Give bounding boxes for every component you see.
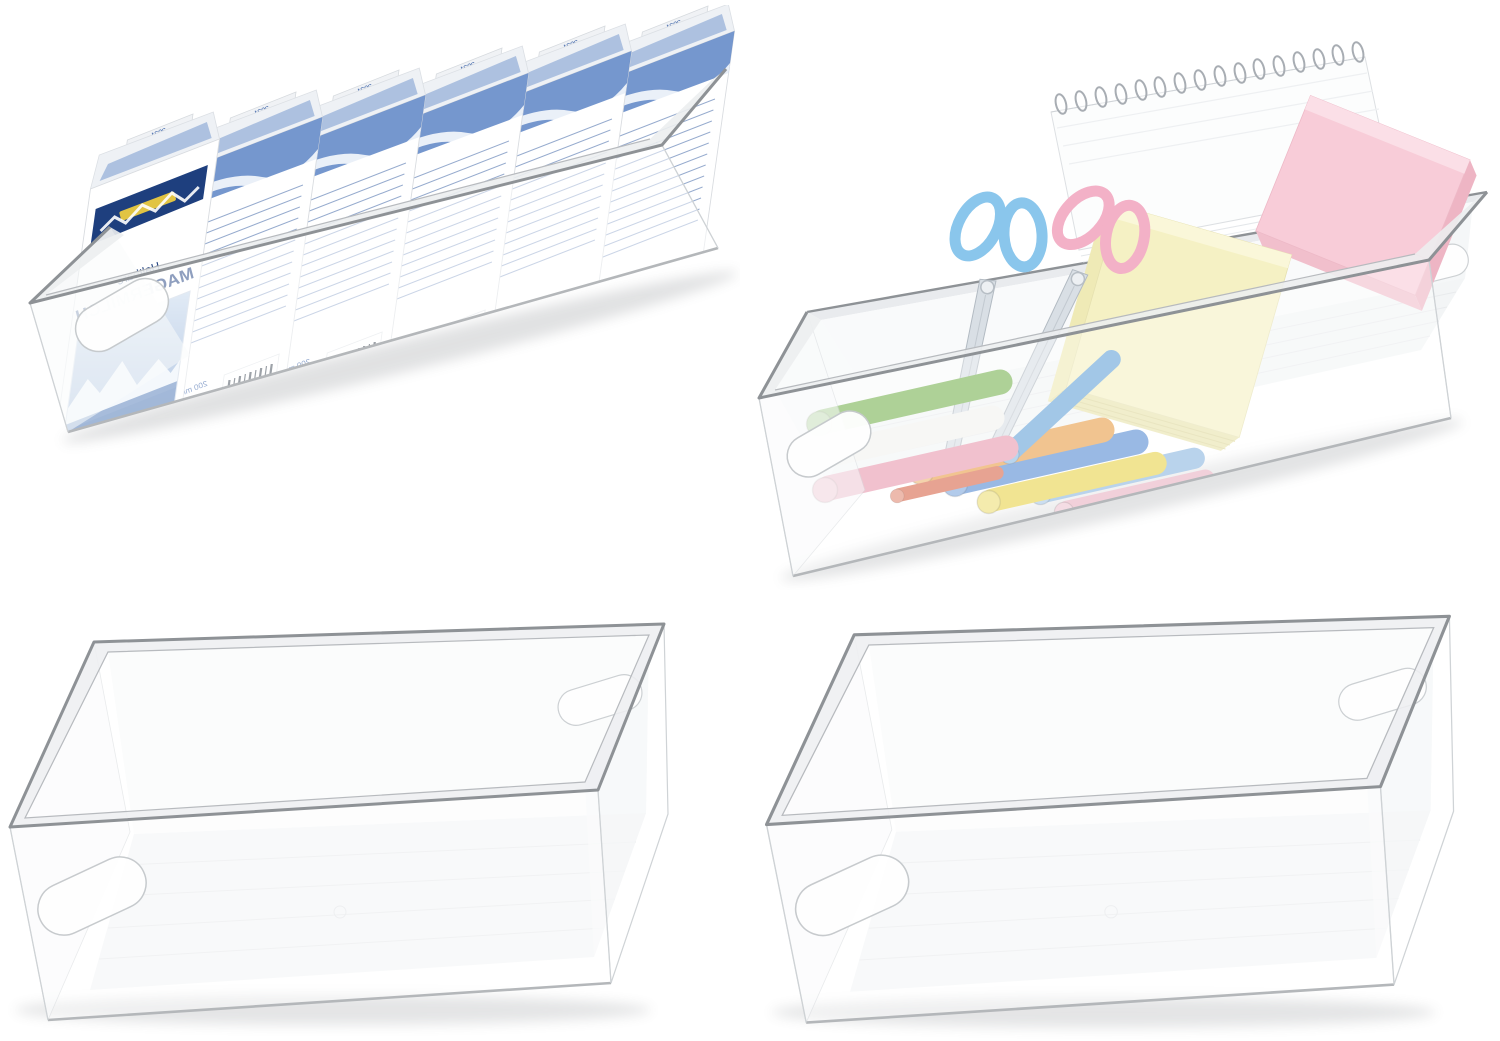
bin-contents: [799, 41, 1477, 522]
empty-bin-right: [754, 604, 1464, 1040]
notepad-spiral-coil: [1054, 41, 1365, 115]
bin-with-office-supplies: [745, 20, 1495, 590]
milk-bin-graphic: [28, 5, 740, 443]
bin-shadow: [780, 419, 1464, 581]
bin-front-wall: [30, 145, 718, 432]
empty-bin: [10, 624, 668, 1025]
bin-shadow: [62, 271, 738, 443]
bin-rim-front: [757, 191, 1489, 400]
bin-front-wall: [759, 260, 1451, 576]
stationery-bin-graphic: [757, 41, 1489, 581]
empty-bin: [767, 616, 1454, 1027]
empty-bin-graphic: [0, 612, 678, 1037]
empty-bin-left: [0, 612, 678, 1037]
empty-bin-graphic: [754, 604, 1464, 1040]
bin-with-milk-cartons: [10, 5, 740, 465]
handle-cutout-left: [786, 410, 872, 478]
bin-rim-front: [28, 68, 728, 305]
